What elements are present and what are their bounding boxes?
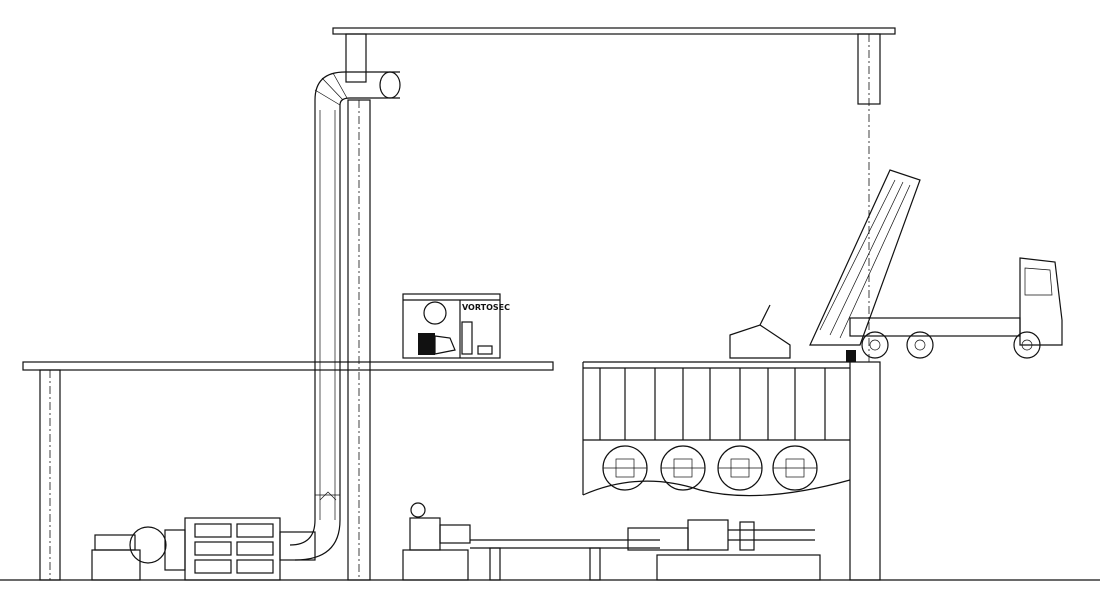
dump-truck	[729, 169, 1063, 359]
filter-cartridge	[236, 559, 274, 574]
upper-floor-slab	[22, 361, 554, 581]
roof-beam	[332, 27, 896, 362]
exhaust-duct	[289, 71, 401, 561]
filter-cartridge	[236, 541, 274, 556]
dryer-unit: VORTOSEC	[402, 293, 510, 359]
filter-cartridge	[236, 523, 274, 538]
retaining-wall	[846, 350, 881, 581]
support-column	[347, 99, 371, 581]
pump-unit	[402, 502, 660, 581]
receiving-bunker	[582, 361, 851, 497]
filter-cartridge	[194, 559, 232, 574]
filter-cartridge	[194, 541, 232, 556]
blower-filter-unit	[91, 517, 316, 581]
dryer-logo: VORTOSEC	[462, 303, 510, 312]
piston-pump-unit	[627, 519, 821, 581]
filter-cartridge	[194, 523, 232, 538]
